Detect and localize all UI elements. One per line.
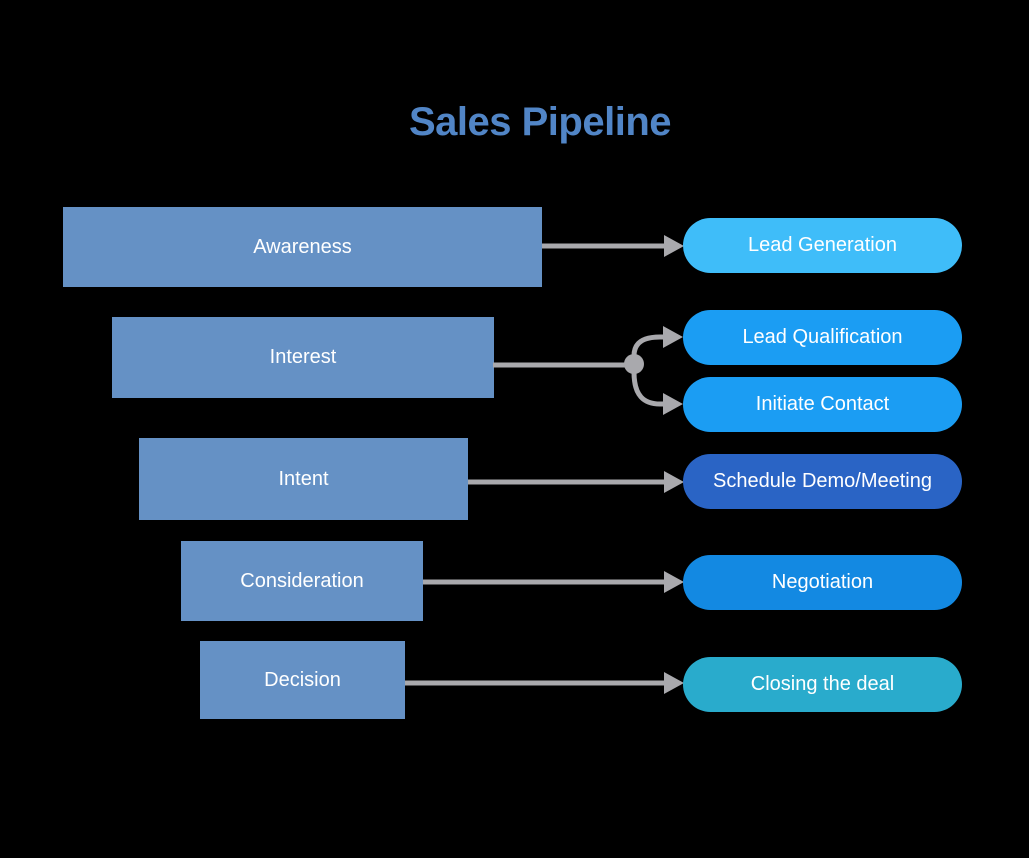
arrowhead-schedule — [664, 471, 684, 493]
action-pill-label: Lead Qualification — [742, 326, 903, 348]
funnel-stage-label: Decision — [264, 668, 341, 691]
funnel-stage-intent: Intent — [139, 438, 468, 520]
arrow-interest-to-lead-qualification — [631, 334, 666, 357]
action-pill-schedule-demo-meeting: Schedule Demo/Meeting — [683, 454, 962, 509]
action-pill-label: Closing the deal — [750, 673, 895, 695]
branch-junction-dot — [624, 354, 644, 374]
funnel-stage-decision: Decision — [200, 641, 405, 719]
funnel-stage-awareness: Awareness — [63, 207, 542, 287]
funnel-stage-label: Awareness — [253, 235, 352, 258]
action-pill-label: Initiate Contact — [755, 393, 890, 415]
arrowhead-lead-generation — [664, 235, 684, 257]
action-pill-label: Schedule Demo/Meeting — [712, 470, 932, 492]
funnel-stage-consideration: Consideration — [181, 541, 423, 621]
action-pill-closing-the-deal: Closing the deal — [683, 657, 962, 712]
action-pill-label: Lead Generation — [747, 234, 897, 256]
action-pill-negotiation: Negotiation — [683, 555, 962, 610]
arrowhead-initiate-contact — [663, 393, 683, 415]
arrow-interest-to-initiate-contact — [631, 371, 666, 407]
arrowhead-closing — [664, 672, 684, 694]
action-pill-initiate-contact: Initiate Contact — [683, 377, 962, 432]
action-pill-label: Negotiation — [771, 571, 874, 593]
funnel-stage-label: Intent — [278, 467, 329, 490]
action-pill-lead-qualification: Lead Qualification — [683, 310, 962, 365]
arrowhead-negotiation — [664, 571, 684, 593]
page-title: Sales Pipeline — [408, 100, 672, 144]
funnel-stage-interest: Interest — [112, 317, 494, 398]
action-pill-lead-generation: Lead Generation — [683, 218, 962, 273]
funnel-stage-label: Consideration — [240, 569, 364, 592]
arrowhead-lead-qualification — [663, 326, 683, 348]
funnel-stage-label: Interest — [269, 346, 337, 368]
